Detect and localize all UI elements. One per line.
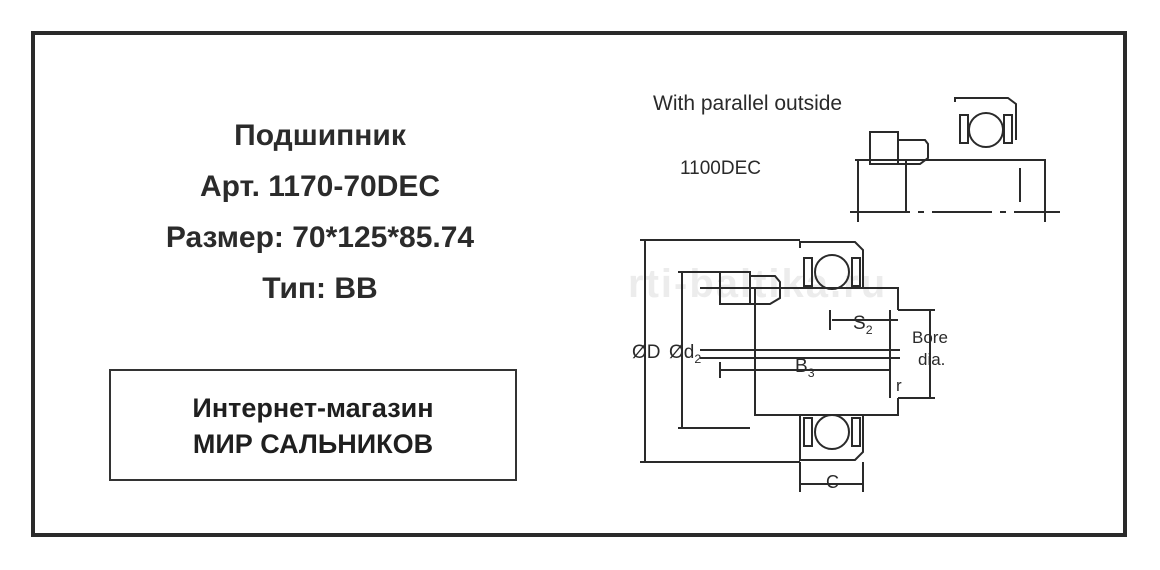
main-bottom-seal-right [851, 417, 861, 447]
variant-caption: With parallel outside [653, 92, 843, 115]
bearing-drawing [640, 97, 1060, 492]
label-d2: Ød2 [669, 342, 701, 366]
small-shaft-top [855, 159, 1046, 170]
main-top-outer-ring [799, 241, 864, 288]
label-s2: S2 [853, 313, 873, 337]
label-bore: Bore [912, 328, 948, 347]
label-r: r [896, 376, 902, 395]
label-d2-main: Ød [669, 342, 695, 363]
main-bottom-seal-left [803, 417, 813, 447]
small-seal-left [959, 114, 969, 144]
label-b3: B3 [795, 356, 815, 380]
label-outer-diameter: ØD [632, 342, 661, 363]
small-inner-ring-edge [898, 139, 929, 165]
shop-line-1: Интернет-магазин [192, 393, 434, 423]
small-seal-right [1003, 114, 1013, 144]
product-title: Подшипник [234, 119, 406, 152]
label-d2-sub: 2 [694, 351, 702, 366]
main-shaft-top [700, 287, 899, 310]
label-c: C [826, 472, 839, 492]
product-article: Арт. 1170-70DEC [199, 170, 441, 203]
shop-line-2: МИР САЛЬНИКОВ [192, 429, 434, 459]
label-b3-sub: 3 [807, 365, 815, 380]
small-outer-ring [954, 97, 1017, 140]
product-type: Тип: BB [262, 272, 378, 305]
variant-code: 1100DEC [680, 158, 761, 179]
main-top-collar-lip [750, 275, 781, 305]
shop-name-box: Интернет-магазин МИР САЛЬНИКОВ [109, 369, 517, 481]
main-top-ball [814, 254, 850, 290]
main-bottom-ball [814, 414, 850, 450]
product-size: Размер: 70*125*85.74 [165, 221, 475, 254]
label-b3-main: B [795, 356, 808, 377]
small-housing-collar [869, 131, 899, 165]
label-dia: dia. [918, 350, 946, 369]
main-shaft-bottom [754, 398, 899, 416]
main-top-seal-right [851, 257, 861, 287]
main-bottom-outer-ring [799, 414, 864, 461]
watermark-text: rti-baltika.ru [628, 262, 888, 306]
label-s2-main: S [853, 313, 866, 334]
small-ball [968, 112, 1004, 148]
label-s2-sub: 2 [865, 322, 873, 337]
outer-frame [31, 31, 1127, 537]
main-top-seal-left [803, 257, 813, 287]
